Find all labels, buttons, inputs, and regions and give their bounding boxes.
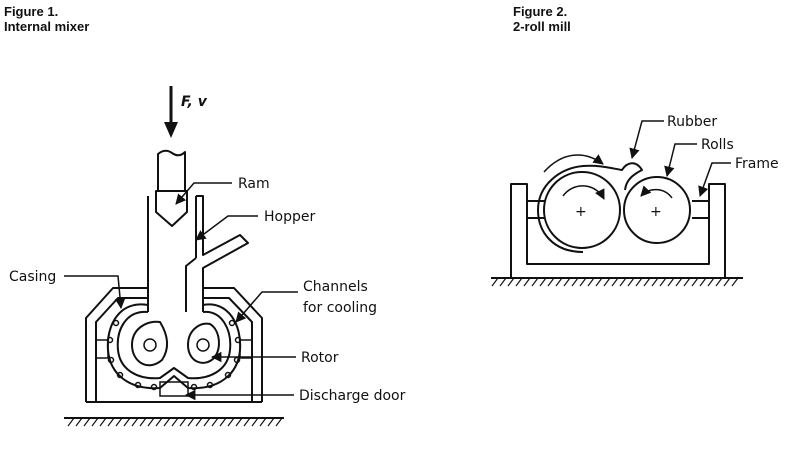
figure2-caption: Figure 2. <box>513 4 568 19</box>
label-discharge-door: Discharge door <box>299 388 406 404</box>
ram <box>155 190 188 227</box>
internal-mixer-diagram: F, v <box>9 86 406 427</box>
two-roll-mill-diagram: + + <box>491 114 779 287</box>
roll-left-plus: + <box>575 204 587 220</box>
figure2-heading: Figure 2. 2-roll mill <box>513 4 571 34</box>
rubber-band <box>537 162 643 253</box>
rotor-right <box>187 322 220 364</box>
label-casing: Casing <box>9 269 56 285</box>
label-rotor: Rotor <box>301 350 339 366</box>
force-label: F, v <box>181 94 208 110</box>
discharge-door <box>159 381 189 397</box>
label-hopper: Hopper <box>264 209 315 225</box>
label-ram: Ram <box>238 176 270 192</box>
cooling-channels <box>106 319 242 391</box>
rotor-left <box>131 320 168 367</box>
label-rolls: Rolls <box>701 137 734 153</box>
figure2-title: 2-roll mill <box>513 19 571 34</box>
roll-right <box>623 176 691 244</box>
label-frame: Frame <box>735 156 779 172</box>
roll-right-plus: + <box>650 204 662 220</box>
label-channels-line2: for cooling <box>303 300 377 316</box>
figure1-caption: Figure 1. <box>4 4 59 19</box>
callouts-fig2 <box>629 120 731 197</box>
figure1-heading: Figure 1. Internal mixer <box>4 4 89 34</box>
label-rubber: Rubber <box>667 114 717 130</box>
callouts-fig1 <box>64 182 298 401</box>
ground-hatch-fig1 <box>64 417 284 427</box>
figure1-title: Internal mixer <box>4 19 90 34</box>
ground-hatch-fig2 <box>491 277 743 287</box>
hopper <box>147 195 249 312</box>
rubber-rotation-arrow <box>543 154 604 173</box>
ram-rod <box>157 149 186 190</box>
roll-left <box>543 171 621 249</box>
label-channels-line1: Channels <box>303 279 368 295</box>
mill-frame <box>510 183 726 278</box>
casing <box>85 287 263 403</box>
force-arrow <box>164 86 178 138</box>
